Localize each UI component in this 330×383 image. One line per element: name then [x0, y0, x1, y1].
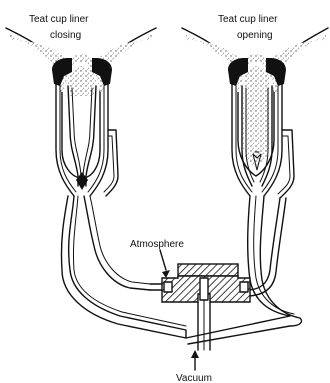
- atmosphere-label: Atmosphere: [130, 239, 184, 250]
- left-udder-teat: [6, 28, 156, 178]
- vacuum-label: Vacuum: [176, 373, 212, 383]
- left-title-line2: closing: [50, 30, 81, 41]
- vacuum-arrow: [191, 350, 199, 370]
- right-title-line1: Teat cup liner: [218, 14, 278, 25]
- atmosphere-arrow: [160, 250, 170, 278]
- right-title-line2: opening: [237, 30, 273, 41]
- left-title-line1: Teat cup liner: [29, 14, 89, 25]
- right-udder-teat: [182, 28, 328, 176]
- pulsator-valve: [150, 264, 250, 350]
